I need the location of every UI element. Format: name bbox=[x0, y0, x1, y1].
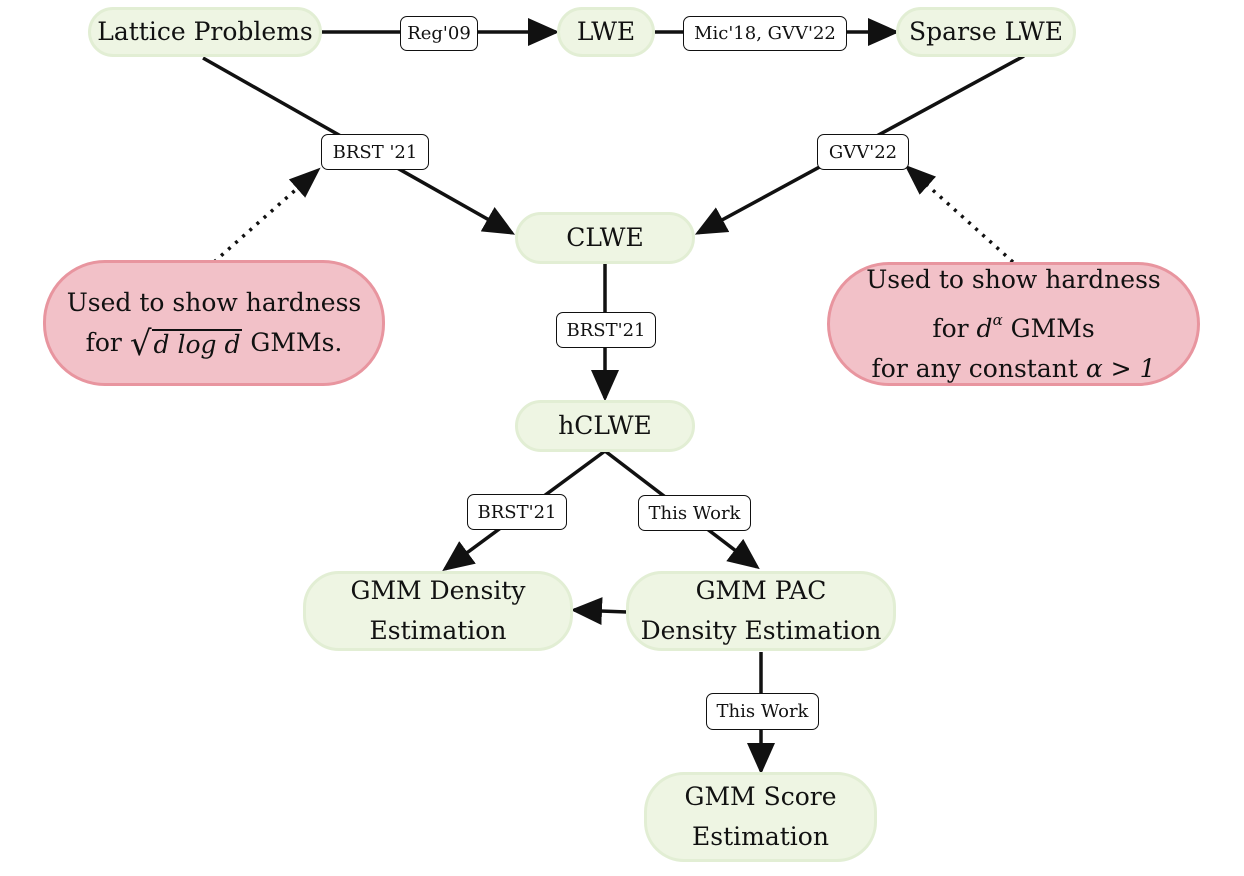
note-right-base: d bbox=[976, 313, 993, 343]
node-clwe: CLWE bbox=[515, 212, 695, 264]
node-gmm-score-line1: GMM Score bbox=[684, 782, 837, 811]
note-left-math: d log d bbox=[151, 329, 243, 359]
dotted-arrow-left-note bbox=[212, 167, 321, 264]
node-sparse-lwe-label: Sparse LWE bbox=[909, 17, 1063, 46]
node-clwe-label: CLWE bbox=[566, 223, 644, 252]
node-hclwe-label: hCLWE bbox=[558, 411, 652, 440]
node-gmm-score-estimation: GMM Score Estimation bbox=[644, 772, 877, 862]
node-sparse-lwe: Sparse LWE bbox=[896, 7, 1076, 57]
note-right-line3: for any constant α > 1 bbox=[872, 349, 1156, 389]
node-lattice-problems-label: Lattice Problems bbox=[97, 17, 313, 46]
node-lattice-problems: Lattice Problems bbox=[88, 7, 322, 57]
note-left-hardness: Used to show hardness for √d log d GMMs. bbox=[43, 260, 385, 386]
node-gmm-pac-line1: GMM PAC bbox=[695, 576, 827, 605]
note-left-suffix: GMMs. bbox=[250, 328, 343, 357]
note-left-prefix: for bbox=[85, 328, 122, 357]
edge-label-brst21-center: BRST'21 bbox=[556, 312, 656, 348]
edge-label-gvv22: GVV'22 bbox=[817, 134, 909, 170]
edge-pac-density bbox=[570, 597, 628, 626]
edge-label-this-work-score: This Work bbox=[706, 693, 819, 730]
note-right-line2: for dα GMMs bbox=[932, 300, 1094, 349]
note-right-line3-math: α > 1 bbox=[1085, 353, 1156, 383]
note-left-line1: Used to show hardness bbox=[66, 288, 362, 317]
note-left-line2: for √d log d GMMs. bbox=[86, 323, 343, 363]
edge-label-this-work-pac: This Work bbox=[638, 495, 751, 531]
edge-label-brst21-lower: BRST'21 bbox=[467, 494, 567, 530]
edge-label-mic18-gvv22: Mic'18, GVV'22 bbox=[683, 16, 847, 51]
note-right-line1: Used to show hardness bbox=[866, 264, 1161, 294]
sqrt-symbol: √d log d bbox=[129, 324, 243, 364]
edge-label-reg09: Reg'09 bbox=[400, 16, 478, 51]
node-gmm-pac-line2: Density Estimation bbox=[640, 616, 882, 645]
note-right-exp: α bbox=[992, 310, 1003, 329]
note-right-hardness: Used to show hardness for dα GMMs for an… bbox=[827, 262, 1200, 386]
node-gmm-density-line1: GMM Density bbox=[350, 576, 526, 605]
dotted-arrow-right-note bbox=[904, 164, 1015, 264]
note-right-prefix: for bbox=[932, 313, 969, 343]
node-hclwe: hCLWE bbox=[515, 400, 695, 452]
node-lwe: LWE bbox=[557, 7, 655, 57]
node-gmm-density-line2: Estimation bbox=[369, 616, 507, 645]
note-right-line3-prefix: for any constant bbox=[871, 353, 1078, 383]
node-lwe-label: LWE bbox=[576, 17, 636, 46]
node-gmm-density-estimation: GMM Density Estimation bbox=[303, 571, 573, 651]
note-right-suffix: GMMs bbox=[1010, 313, 1095, 343]
node-gmm-score-line2: Estimation bbox=[692, 822, 829, 851]
edge-label-brst21-left: BRST '21 bbox=[321, 134, 429, 170]
node-gmm-pac-density-estimation: GMM PAC Density Estimation bbox=[626, 571, 896, 651]
